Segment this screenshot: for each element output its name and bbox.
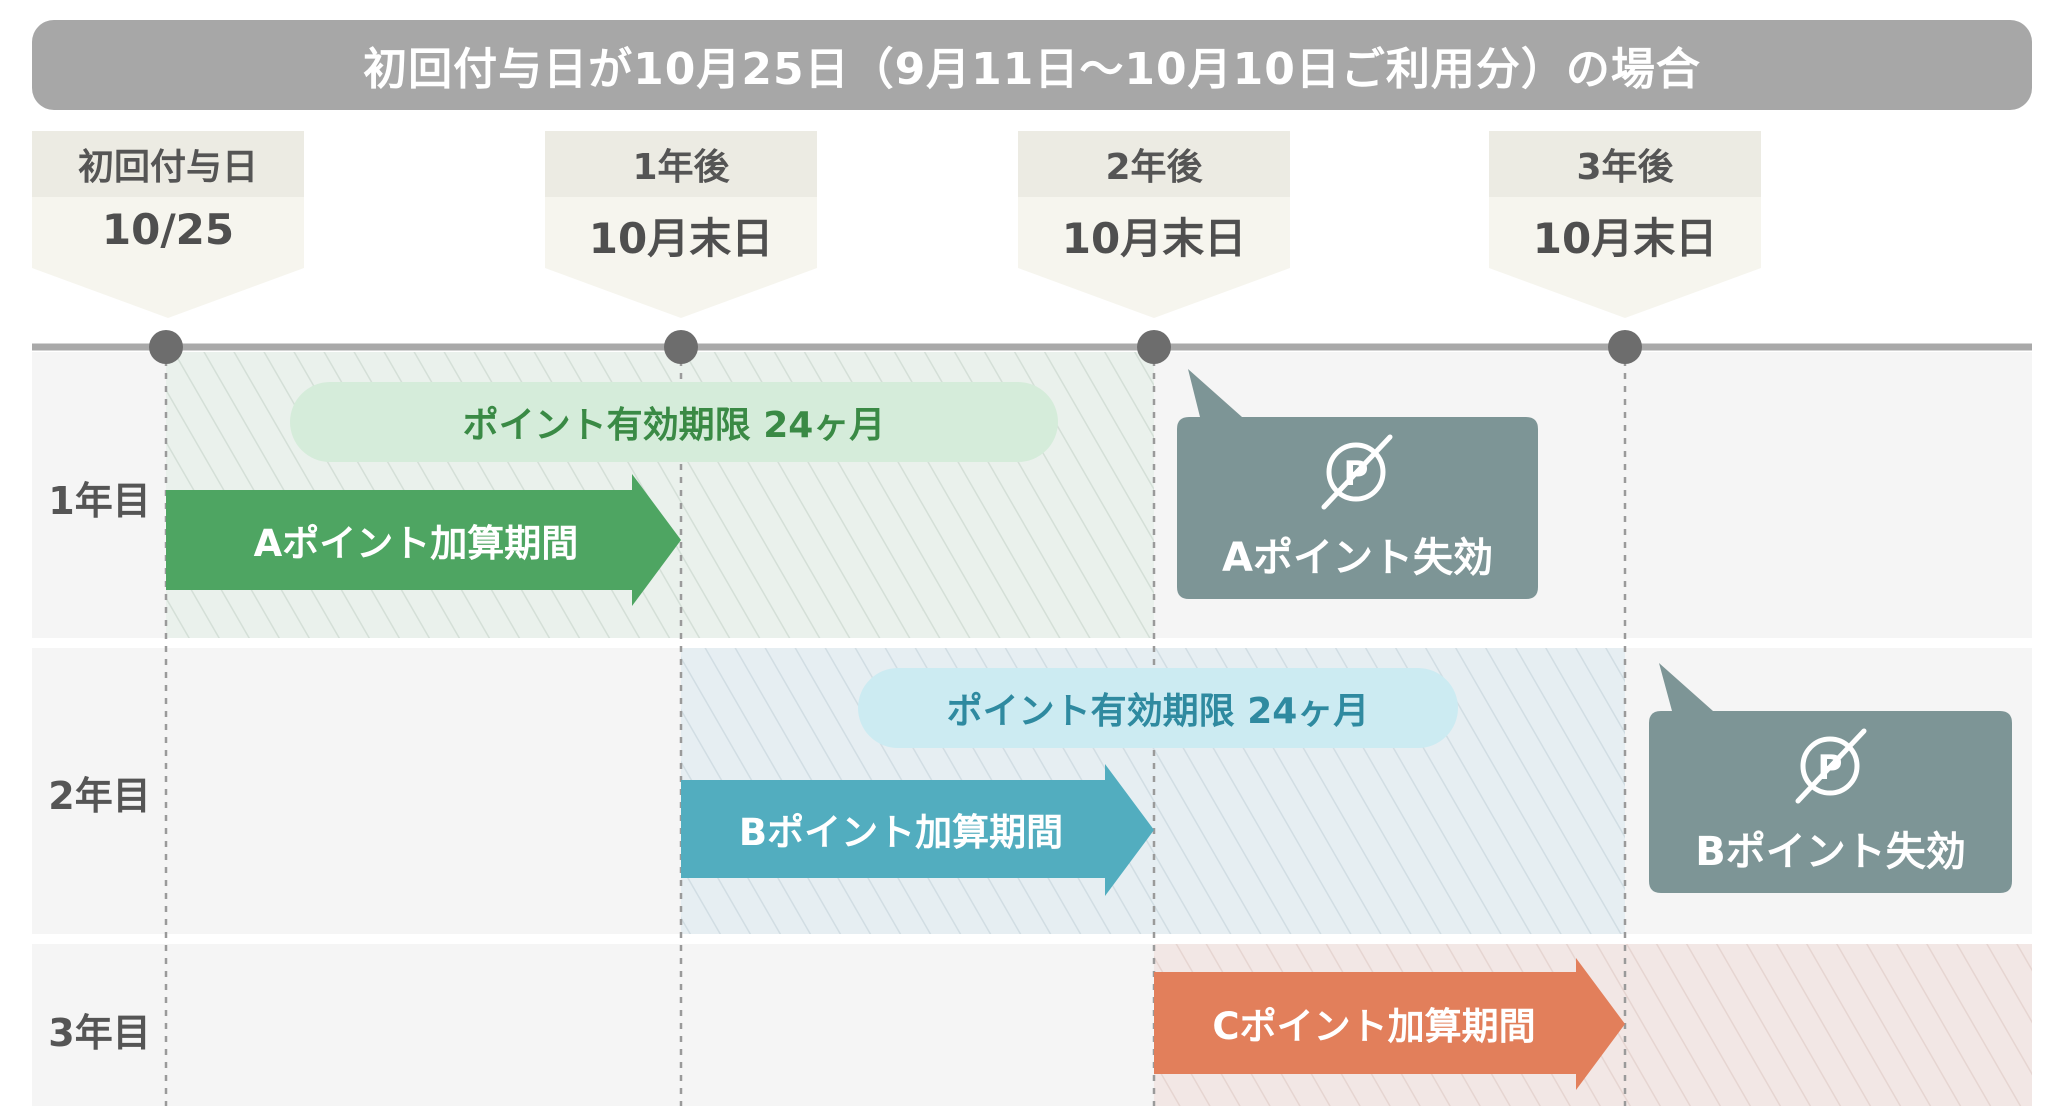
validity-pill-a: ポイント有効期限 24ヶ月 [290, 382, 1058, 462]
timeline-dot-3 [1137, 330, 1171, 364]
milestone-3-date: 10月末日 [1061, 214, 1247, 263]
milestone-2-title: 1年後 [545, 131, 817, 197]
milestone-pointer-1 [32, 197, 304, 318]
svg-text:P: P [1344, 454, 1369, 494]
timeline-dot-1 [149, 330, 183, 364]
validity-pill-b: ポイント有効期限 24ヶ月 [858, 668, 1458, 748]
period-label-c: Cポイント加算期間 [1212, 1005, 1536, 1048]
page-title: 初回付与日が10月25日（9月11日～10月10日ご利用分）の場合 [32, 20, 2032, 110]
row-label-year-2: 2年目 [48, 774, 151, 818]
timeline-dot-4 [1608, 330, 1642, 364]
timeline-dot-2 [664, 330, 698, 364]
milestone-4-title: 3年後 [1489, 131, 1761, 197]
milestone-1-title: 初回付与日 [32, 131, 304, 197]
period-label-a: Aポイント加算期間 [253, 522, 579, 565]
milestone-pointer-3 [1018, 197, 1290, 318]
period-label-b: Bポイント加算期間 [738, 811, 1064, 854]
period-arrow-a [166, 474, 681, 606]
expiry-label-b: Bポイント失効 [1695, 829, 1966, 875]
expiry-label-a: Aポイント失効 [1222, 535, 1493, 581]
milestone-4-date: 10月末日 [1532, 214, 1718, 263]
period-arrow-c [1154, 958, 1625, 1090]
milestone-3-title: 2年後 [1018, 131, 1290, 197]
period-arrow-b [681, 764, 1154, 896]
points-expired-icon: P [1795, 728, 1867, 804]
svg-text:P: P [1818, 748, 1843, 788]
expiry-callout-a [1177, 369, 1538, 599]
points-expired-icon: P [1321, 434, 1393, 510]
milestone-pointer-4 [1489, 197, 1761, 318]
row-label-year-3: 3年目 [48, 1011, 151, 1055]
milestone-2-date: 10月末日 [588, 214, 774, 263]
expiry-callout-b [1649, 663, 2012, 893]
milestone-pointer-2 [545, 197, 817, 318]
milestone-1-date: 10/25 [101, 205, 235, 254]
row-label-year-1: 1年目 [48, 479, 151, 523]
